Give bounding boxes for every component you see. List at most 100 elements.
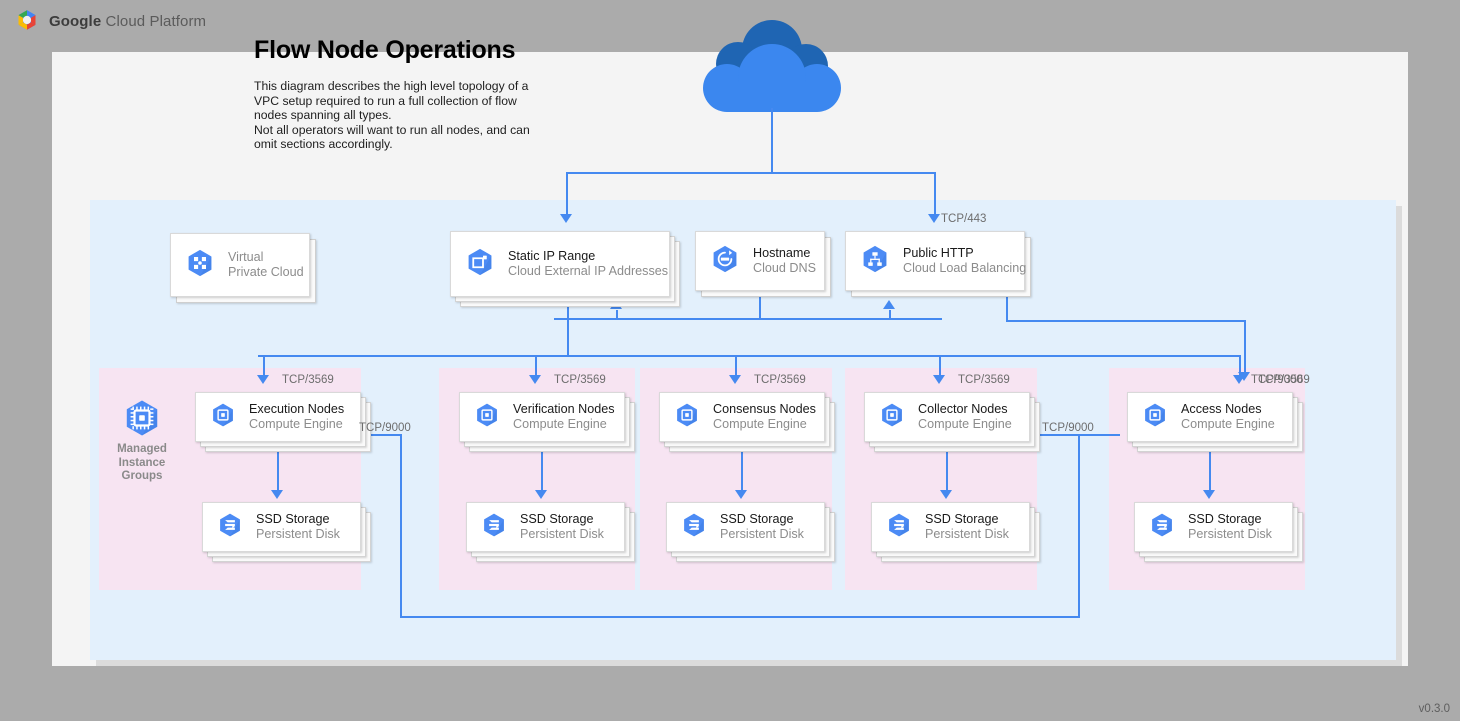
arrow-fanout-collector <box>933 375 945 384</box>
persistent-disk-icon <box>886 512 912 543</box>
persistent-disk-icon <box>1149 512 1175 543</box>
card-verification-storage-subtitle: Persistent Disk <box>520 527 604 541</box>
wire-execution-node-to-storage <box>277 452 279 496</box>
wire-cloud-to-lb <box>934 172 936 220</box>
gcp-branding: Google Cloud Platform <box>14 6 206 36</box>
port-label-consensus-ingress: TCP/3569 <box>754 374 806 386</box>
compute-engine-icon <box>1142 402 1168 433</box>
description-line-0: This diagram describes the high level to… <box>254 79 529 123</box>
wire-lb-down <box>1006 291 1008 321</box>
external-ip-icon <box>465 247 495 282</box>
port-label-access-ingress: TCP/3569 <box>1258 374 1310 386</box>
arrow-cloud-to-lb <box>928 214 940 223</box>
compute-engine-icon <box>210 402 236 433</box>
wire-access-down <box>1078 434 1080 618</box>
card-verification-storage-title: SSD Storage <box>520 512 594 527</box>
card-static-ip-subtitle: Cloud External IP Addresses <box>508 264 669 278</box>
card-collector-nodes-title: Collector Nodes <box>918 402 1008 417</box>
card-access-storage-title: SSD Storage <box>1188 512 1262 527</box>
wire-access-left-up <box>400 434 402 618</box>
card-execution-storage-title: SSD Storage <box>256 512 330 527</box>
card-vpc-title: Virtual <box>228 250 264 265</box>
wire-fanout-drop-access <box>1239 355 1241 381</box>
arrow-cloud-to-staticip <box>560 214 572 223</box>
wire-cloud-down <box>771 108 773 174</box>
virtual-private-cloud-icon <box>185 248 215 283</box>
arrow-fanout-verification <box>529 375 541 384</box>
gcp-brand-bold: Google <box>49 12 102 30</box>
card-public-http-title: Public HTTP <box>903 246 974 261</box>
compute-engine-icon <box>474 402 500 433</box>
compute-engine-icon <box>879 402 905 433</box>
version-label: v0.3.0 <box>1418 703 1450 715</box>
card-hostname-title: Hostname <box>753 246 811 261</box>
arrow-consensus-node-to-storage <box>735 490 747 499</box>
wire-access-bottom-bus <box>400 616 1080 618</box>
card-consensus-storage-subtitle: Persistent Disk <box>720 527 804 541</box>
mig-label-line: Instance <box>118 456 166 469</box>
wire-cloud-to-staticip <box>566 172 568 220</box>
card-consensus-nodes-subtitle: Compute Engine <box>713 417 807 431</box>
card-verification-nodes-title: Verification Nodes <box>513 402 615 417</box>
arrow-verification-node-to-storage <box>535 490 547 499</box>
mig-label-line: Managed <box>117 443 167 455</box>
wire-access-node-to-storage <box>1209 452 1211 496</box>
card-access-storage-subtitle: Persistent Disk <box>1188 527 1272 541</box>
mig-label-line: Groups <box>121 470 163 483</box>
card-collector-nodes-subtitle: Compute Engine <box>918 417 1012 431</box>
cloud-dns-icon <box>710 244 740 279</box>
wire-consensus-node-to-storage <box>741 452 743 496</box>
arrow-bus-to-lb <box>883 300 895 309</box>
cloud-icon <box>681 20 863 112</box>
compute-engine-icon <box>674 402 700 433</box>
wire-dns-lb-bus <box>554 318 942 320</box>
compute-engine-mig-icon <box>100 398 184 438</box>
arrow-lb-to-access <box>1238 372 1250 381</box>
card-execution-storage-subtitle: Persistent Disk <box>256 527 340 541</box>
wire-fanout-drop-consensus <box>735 355 737 381</box>
page-title: Flow Node Operations <box>254 36 516 64</box>
port-label-execution-ingress: TCP/3569 <box>282 374 334 386</box>
cloud-load-balancing-icon <box>860 244 890 279</box>
arrow-access-node-to-storage <box>1203 490 1215 499</box>
gcp-brand-rest: Cloud Platform <box>101 12 207 30</box>
card-collector-storage-title: SSD Storage <box>925 512 999 527</box>
persistent-disk-icon <box>681 512 707 543</box>
card-public-http-subtitle: Cloud Load Balancing <box>903 261 1027 275</box>
port-label-collector-ingress: TCP/3569 <box>958 374 1010 386</box>
wire-cloud-bus <box>566 172 936 174</box>
card-vpc-subtitle: Private Cloud <box>228 265 304 279</box>
wire-staticip-down <box>567 300 569 356</box>
port-label-access-collector: TCP/9000 <box>1042 422 1094 434</box>
port-label-tcp443: TCP/443 <box>941 213 987 225</box>
arrow-fanout-execution <box>257 375 269 384</box>
wire-bus-up-staticip <box>616 310 618 320</box>
wire-lb-down-to-access <box>1244 320 1246 372</box>
wire-bus-up-lb <box>889 310 891 320</box>
wire-fanout-drop-execution <box>263 355 265 381</box>
